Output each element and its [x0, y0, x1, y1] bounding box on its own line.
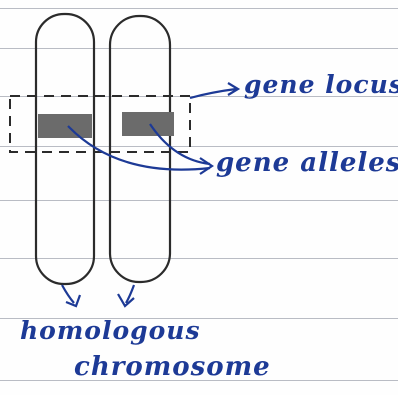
- gene-band-right: [122, 112, 174, 136]
- allele-arrowhead: [200, 158, 212, 174]
- homologous-arrow-left: [62, 285, 74, 303]
- gene-alleles-label: gene alleles: [216, 148, 398, 178]
- gene-locus-label: gene locus: [244, 70, 398, 99]
- chromosome-label: chromosome: [74, 352, 271, 382]
- right-chromosome: [110, 16, 170, 282]
- homologous-label: homologous: [20, 316, 201, 345]
- gene-band-left: [38, 114, 92, 138]
- homologous-arrowhead-right: [118, 294, 134, 306]
- left-chromosome: [36, 14, 94, 284]
